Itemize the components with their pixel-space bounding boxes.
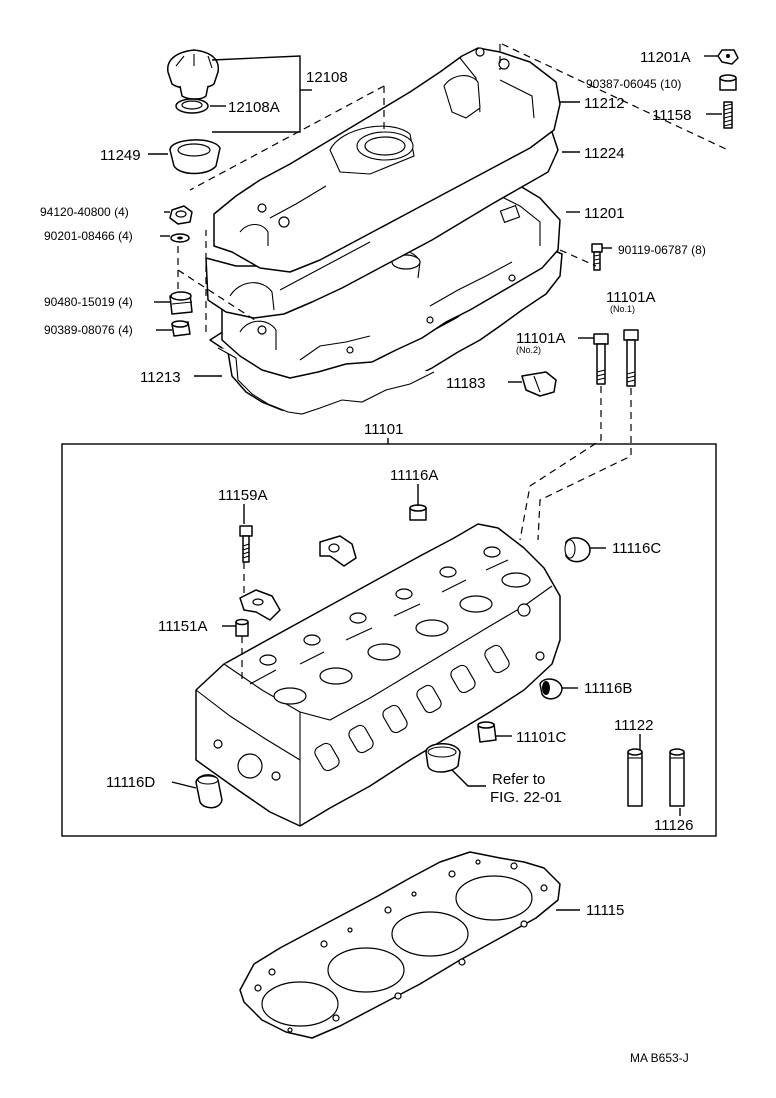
label-11213: 11213 [140,369,181,386]
seal-11249 [169,139,221,175]
label-11158: 11158 [652,107,692,124]
label-90389-08076: 90389-08076 (4) [44,323,133,337]
stud-90389 [171,320,191,337]
gasket-12108A [175,98,209,114]
label-90201-08466: 90201-08466 (4) [44,229,133,243]
cylinder-head-group-frame [61,443,717,837]
label-fig-22-01: FIG. 22-01 [490,789,562,806]
plug-11116C [564,537,591,563]
label-11116B: 11116B [584,680,632,697]
seal-washer-90387 [719,74,737,91]
nut-11201A [717,49,739,65]
valve-guide-11126 [669,748,685,807]
camshaft-bearing-cap [319,535,357,567]
label-12108: 12108 [306,69,348,86]
label-90387-06045: 90387-06045 (10) [586,77,681,91]
label-11116C: 11116C [612,540,661,557]
cylinder-head-11101 [195,523,561,827]
valve-guide-11122 [627,748,643,807]
stud-11158 [723,101,733,129]
bolt-11159A [239,525,253,563]
nut-94120 [169,205,193,225]
label-11201: 11201 [584,205,625,222]
label-12108A: 12108A [228,99,280,116]
label-11101A-no1-sub: (No.1) [610,304,635,314]
head-bolt-11101A-no1 [623,329,639,387]
label-11249: 11249 [100,147,141,164]
bolt-90119 [591,243,603,271]
label-11201A: 11201A [640,49,691,66]
dowel-11101C [477,721,497,743]
bracket-11183 [521,371,557,397]
dowel-11151A [235,618,249,637]
label-refer-to: Refer to [492,771,545,788]
figure-code: MA B653-J [630,1051,689,1065]
label-90480-15019: 90480-15019 (4) [44,295,133,309]
head-bolt-11101A-no2 [593,333,609,385]
grommet-90480 [169,291,193,315]
seal-11116D [195,774,223,809]
head-gasket-11115 [239,851,561,1039]
label-11151A: 11151A [158,618,208,635]
label-11122: 11122 [614,717,654,734]
oil-seal-ref-22-01 [425,743,461,773]
oil-filler-cap-12108 [167,49,220,100]
label-11212: 11212 [584,95,625,112]
label-11101: 11101 [364,421,404,438]
label-11159A: 11159A [218,487,268,504]
label-11183: 11183 [446,375,486,392]
plug-11116A [409,504,427,521]
bearing-cap-piece [239,589,281,621]
label-94120-40800: 94120-40800 (4) [40,205,129,219]
label-11126: 11126 [654,817,694,834]
label-11101A-no2: 11101A [516,330,566,347]
cover-11212 [213,47,561,273]
label-11101A-no1: 11101A [606,289,656,306]
plug-11116B [539,678,563,700]
label-90119-06787: 90119-06787 (8) [618,243,706,257]
label-11116A: 11116A [390,467,438,484]
washer-90201 [170,233,190,243]
label-11101A-no2-sub: (No.2) [516,345,541,355]
label-11224: 11224 [584,145,625,162]
label-11101C: 11101C [516,729,566,746]
label-11116D: 11116D [106,774,155,791]
label-11115: 11115 [586,902,624,919]
